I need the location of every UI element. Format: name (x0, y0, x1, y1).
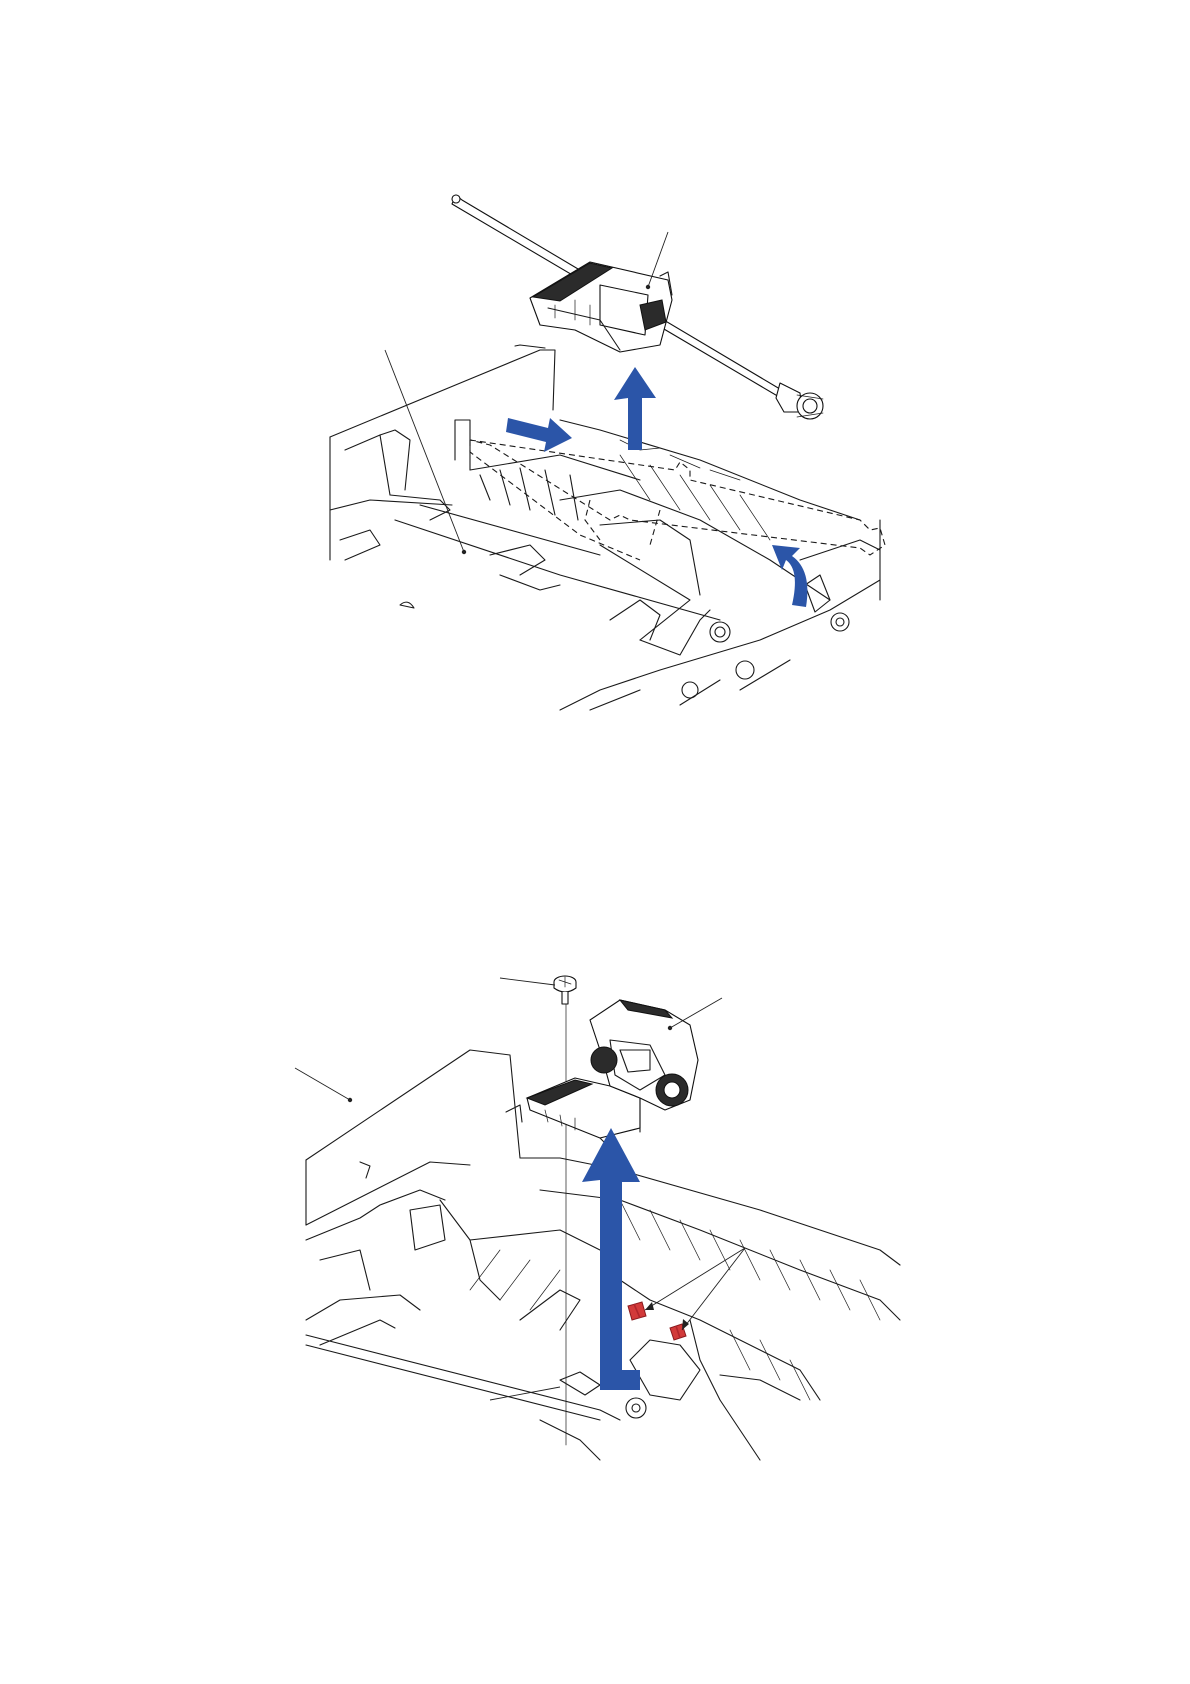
hook-left (628, 1302, 646, 1320)
bottom-diagram-svg (0, 900, 1190, 1520)
arrow-lift-up (614, 367, 656, 450)
arrow-rotate-up (772, 545, 807, 607)
leader-tray-cover (295, 1068, 350, 1100)
screw (554, 976, 576, 1004)
arrow-slide-right (506, 418, 572, 452)
leader-screw-hole (490, 1387, 560, 1400)
arrow-lift-up (582, 1128, 640, 1390)
figure-holder-unscrew-and-lift (0, 900, 1190, 1520)
top-diagram-svg (0, 0, 1190, 740)
roller-holder-assembly (530, 262, 672, 352)
shaft-end-gear (776, 383, 823, 419)
leader-screw (500, 978, 555, 985)
figure-roller-holder-removal (0, 0, 1190, 740)
leader-tray-cover (385, 350, 464, 552)
leader-roller-holder (670, 998, 722, 1028)
roller-holder (527, 1000, 698, 1148)
